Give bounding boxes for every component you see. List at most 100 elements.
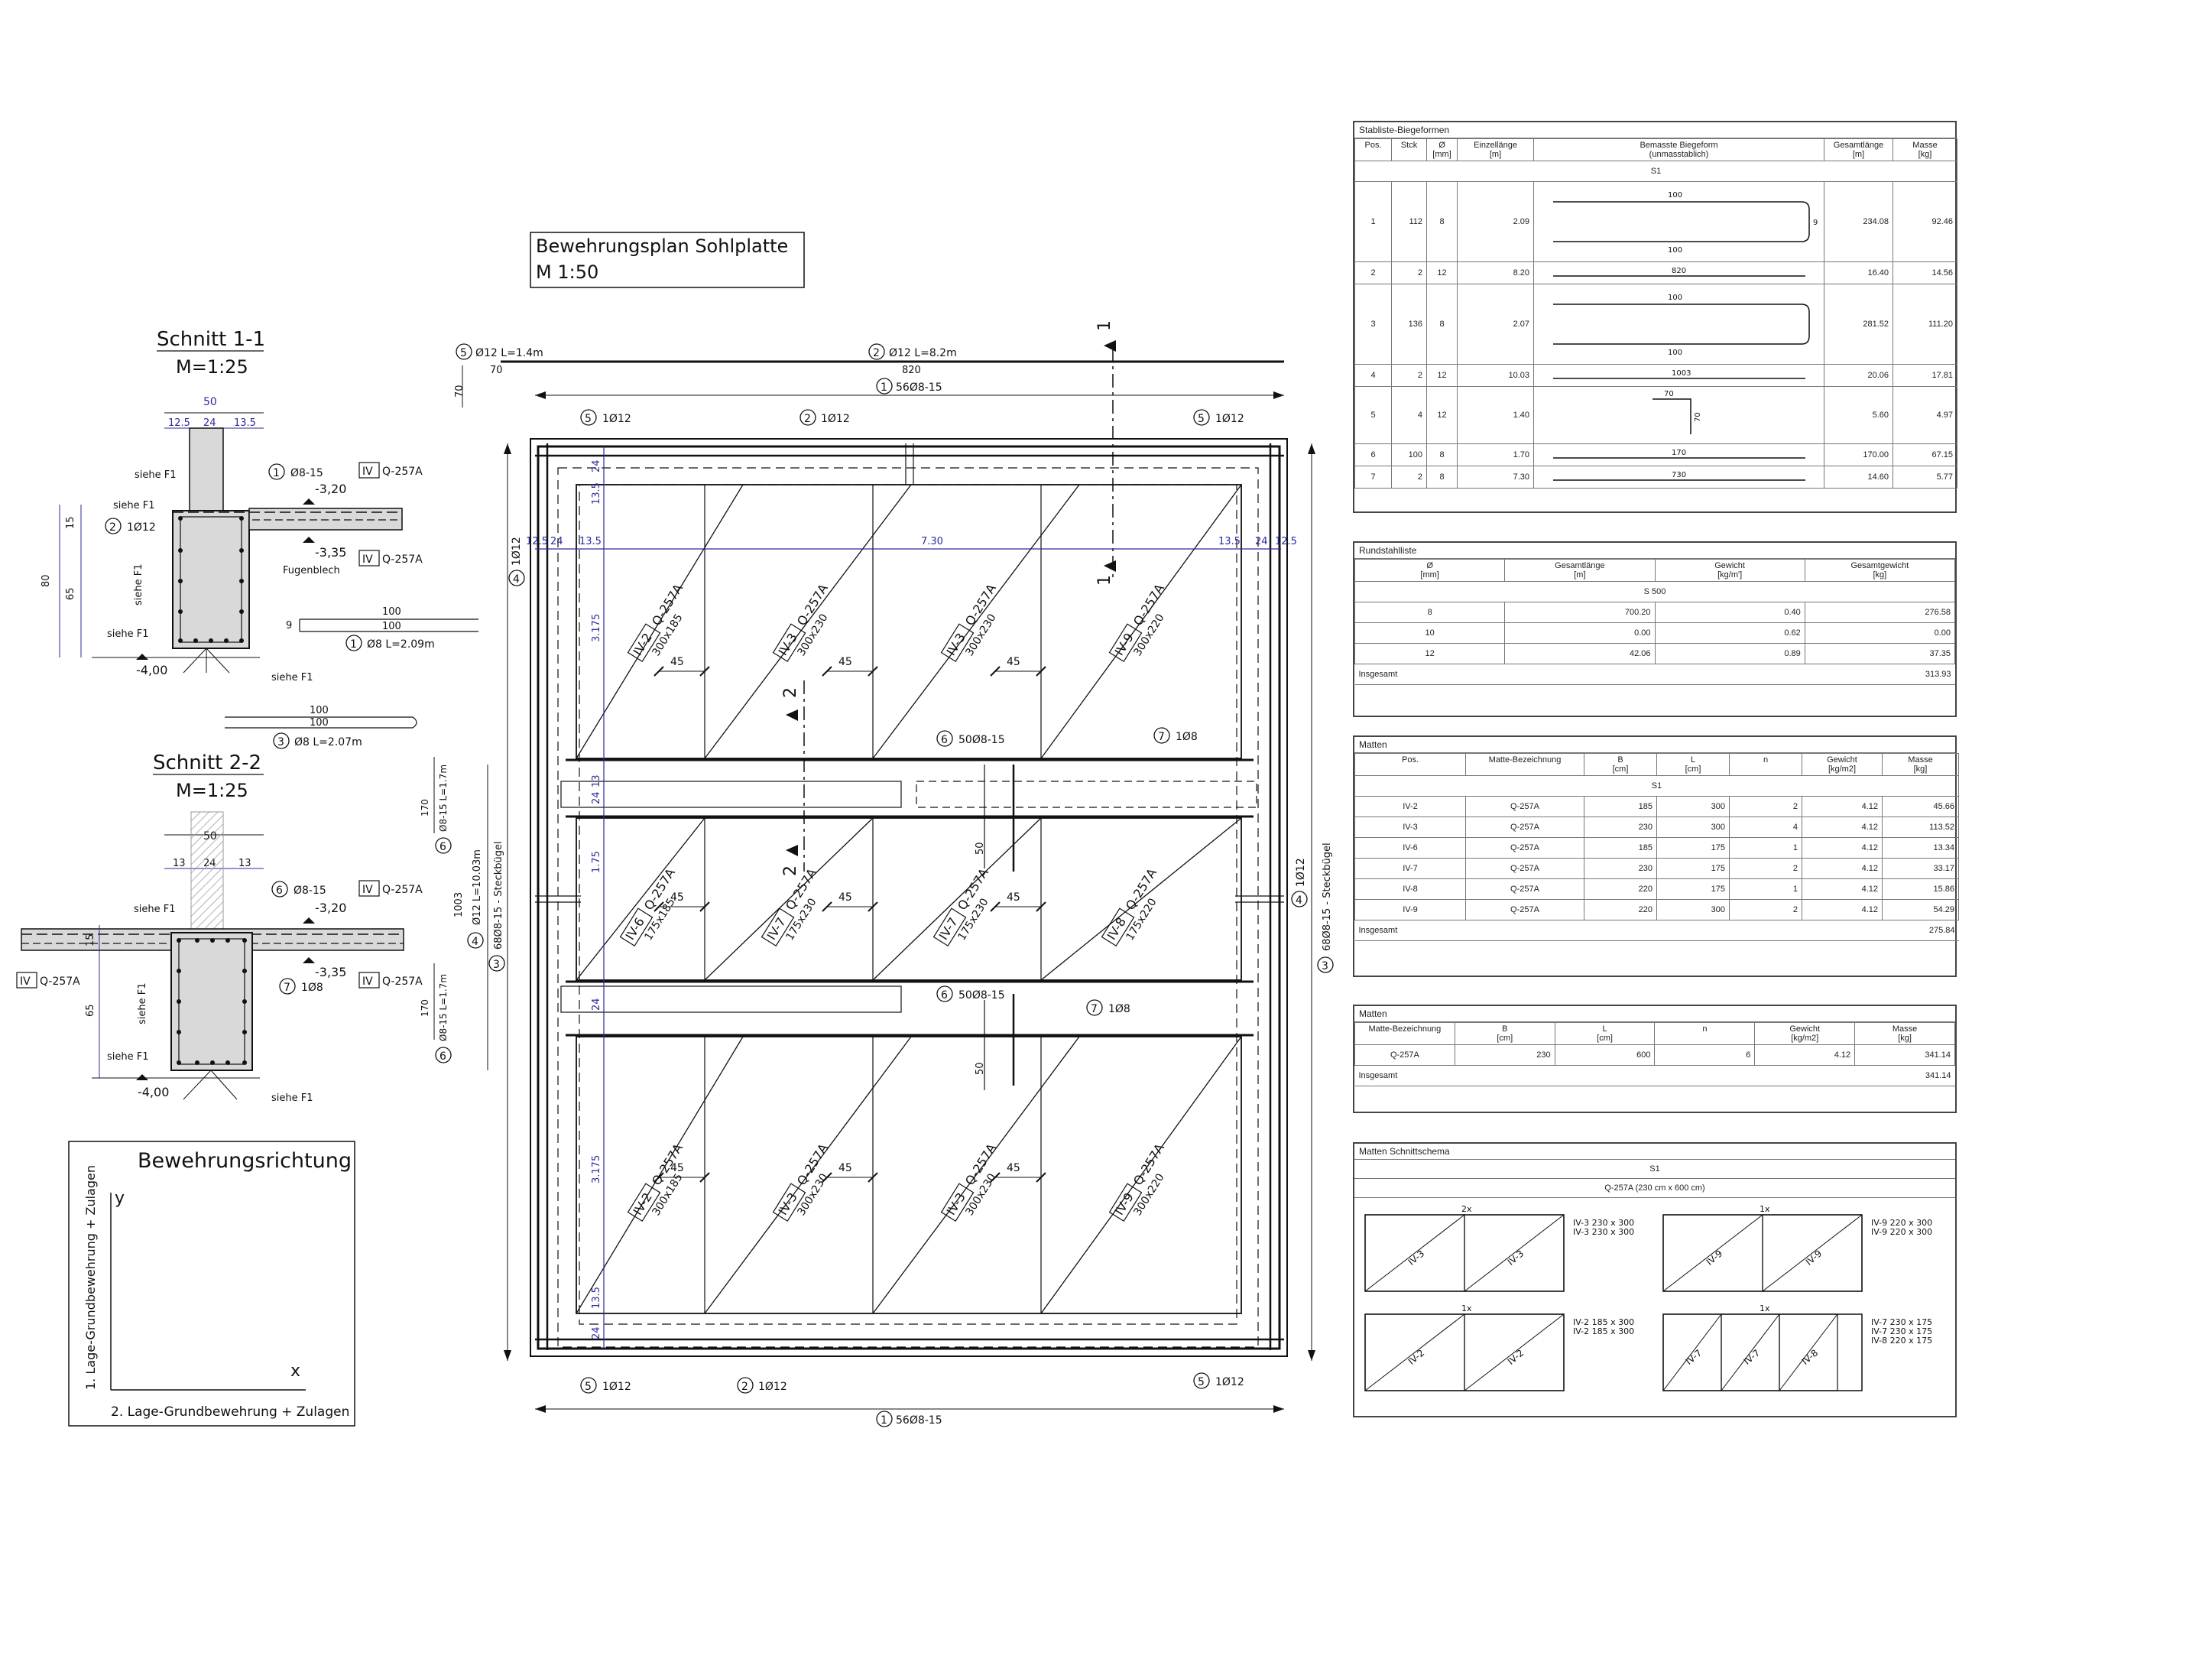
table-cell: Q-257A	[1465, 878, 1584, 900]
table-cell: 313.93	[1805, 664, 1955, 685]
table-cell: Q-257A	[1465, 796, 1584, 817]
shape-dim: 100	[1668, 349, 1682, 357]
svg-text:2: 2	[109, 521, 116, 534]
table-cell: 16.40	[1824, 261, 1893, 284]
table-cell: 1	[1729, 878, 1802, 900]
column-header: Ø[mm]	[1354, 559, 1506, 582]
schema-line: IV-9 220 x 300	[1871, 1227, 1932, 1237]
table-cell: 175	[1656, 878, 1730, 900]
svg-text:7.30: 7.30	[921, 536, 943, 547]
svg-text:1: 1	[881, 381, 887, 394]
svg-text:100: 100	[382, 621, 401, 632]
column-header: Matte-Bezeichnung	[1354, 1022, 1455, 1045]
table-cell: 54.29	[1882, 899, 1959, 920]
table-cell: 8	[1354, 602, 1506, 623]
svg-text:13.5: 13.5	[591, 1287, 602, 1309]
table-cell: 300	[1656, 817, 1730, 838]
dim-820-top: 820	[902, 365, 921, 376]
svg-text:56Ø8-15: 56Ø8-15	[896, 1414, 942, 1427]
table-cell: 4.12	[1754, 1044, 1856, 1066]
table-cell: 15.86	[1882, 878, 1959, 900]
svg-text:24: 24	[591, 998, 602, 1011]
schema-count: 1x	[1760, 1304, 1770, 1313]
table-cell: 276.58	[1804, 602, 1956, 623]
dim-45: 45	[654, 1162, 710, 1183]
table-cell: 4.12	[1802, 817, 1883, 838]
table-cell: 4.12	[1802, 878, 1883, 900]
svg-text:5: 5	[585, 1381, 592, 1393]
section-row: S 500	[1354, 581, 1955, 602]
svg-text:1: 1	[1095, 575, 1114, 586]
table-cell: 8.20	[1457, 261, 1534, 284]
blue-dim-chain: 24 13.5 3.175 13 24 1.75 24 3.175 13.5 2…	[526, 446, 1297, 1349]
svg-text:68Ø8-15 - Steckbügel: 68Ø8-15 - Steckbügel	[1322, 842, 1333, 951]
svg-text:siehe F1: siehe F1	[271, 1092, 313, 1104]
table-cell: 112	[1391, 181, 1427, 262]
svg-text:9: 9	[286, 620, 292, 631]
bending-shape: 1003	[1553, 369, 1805, 379]
table-cell: 7.30	[1457, 466, 1534, 489]
schema-line: IV-2 185 x 300	[1573, 1326, 1634, 1336]
svg-text:Q-257A: Q-257A	[382, 976, 423, 988]
svg-text:6: 6	[941, 734, 948, 746]
table-cell: 0.00	[1504, 622, 1656, 644]
table-cell: 13.34	[1882, 837, 1959, 859]
column-header: Pos.	[1354, 753, 1466, 776]
shape-dim: 170	[1672, 449, 1686, 457]
table-cell: 4.12	[1802, 837, 1883, 859]
column-header: L[cm]	[1656, 753, 1730, 776]
svg-text:siehe F1: siehe F1	[271, 672, 313, 683]
schema-line: IV-2 185 x 300	[1573, 1317, 1634, 1327]
table-cell: 5.60	[1824, 386, 1893, 444]
svg-text:1Ø8: 1Ø8	[301, 982, 323, 994]
svg-text:5: 5	[1198, 413, 1205, 425]
matten-schnittschema: Matten Schnittschema S1 Q-257A (230 cm x…	[1353, 1142, 1957, 1417]
mat-name: IV-9	[1112, 1190, 1137, 1218]
column-header: Einzellänge[m]	[1457, 138, 1534, 161]
schema-caption: Matten Schnittschema	[1354, 1144, 1955, 1160]
svg-text:13.5: 13.5	[579, 536, 602, 547]
svg-text:1Ø8: 1Ø8	[1108, 1003, 1130, 1015]
table-cell: 4.97	[1893, 386, 1957, 444]
svg-text:1: 1	[273, 467, 280, 479]
plan-title-box: Bewehrungsplan Sohlplatte M 1:50	[530, 232, 805, 288]
svg-text:siehe F1: siehe F1	[137, 982, 148, 1024]
table-cell: S 500	[1354, 581, 1955, 602]
svg-text:Fugenblech: Fugenblech	[283, 565, 340, 576]
plan-scale: M 1:50	[536, 261, 598, 283]
svg-text:5: 5	[460, 347, 467, 359]
dim-70-top: 70	[490, 365, 503, 376]
schema-cell-label: IV-9	[1804, 1248, 1824, 1268]
svg-text:170: 170	[420, 999, 430, 1017]
svg-text:-3,35: -3,35	[315, 545, 346, 560]
shape-dim: 1003	[1672, 369, 1691, 378]
section1-title: Schnitt 1-1	[157, 328, 265, 351]
table-cell: 37.35	[1804, 643, 1956, 664]
column-header: Masse[kg]	[1893, 138, 1957, 161]
table-cell: 170	[1533, 443, 1824, 466]
table-cell: 8	[1426, 284, 1458, 365]
svg-text:24: 24	[591, 1326, 602, 1339]
pos2-top-label: Ø12 L=8.2m	[889, 347, 957, 359]
table-cell: IV-9	[1354, 899, 1466, 920]
table-cell: 1.70	[1457, 443, 1534, 466]
svg-text:6: 6	[276, 885, 283, 897]
shape-dim: 70	[1694, 412, 1702, 422]
shape-dim: 820	[1672, 267, 1686, 275]
dim-45: 45	[990, 1162, 1046, 1183]
svg-text:Q-257A: Q-257A	[382, 466, 423, 478]
column-header: n	[1654, 1022, 1756, 1045]
svg-text:15: 15	[85, 933, 96, 946]
